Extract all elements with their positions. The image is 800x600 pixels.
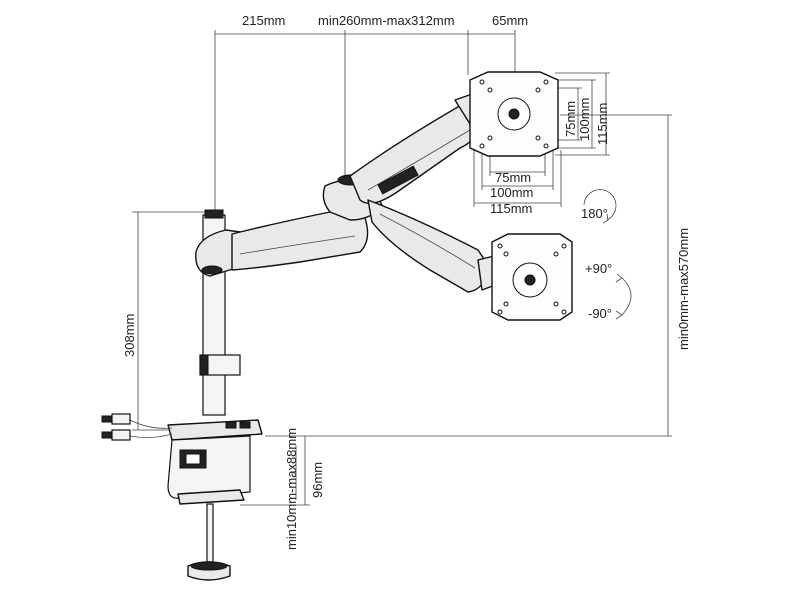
tilt-up-label: +90° xyxy=(585,261,612,276)
tilt-arc-icon xyxy=(621,277,632,316)
tilt-down-label: -90° xyxy=(588,306,612,321)
dimension-lines xyxy=(132,30,672,506)
arm-assembly xyxy=(195,91,499,416)
dim-pole-height: 308mm xyxy=(122,314,137,357)
dim-vesa-v-115: 115mm xyxy=(595,103,610,145)
swivel-180-icon: 180° xyxy=(581,189,617,224)
dim-vesa-h-100: 100mm xyxy=(490,185,533,200)
dim-height-range: min0mm-max570mm xyxy=(676,228,691,350)
dim-clamp-range: min10mm-max88mm xyxy=(284,428,299,550)
lower-arm xyxy=(231,209,369,271)
pole-cap xyxy=(204,209,224,219)
usb-cables xyxy=(101,413,173,441)
dim-vesa-h-75: 75mm xyxy=(495,170,531,185)
dim-top-pole-to-arm: 215mm xyxy=(242,13,285,28)
clamp-jaw xyxy=(177,489,245,505)
swivel-label: 180° xyxy=(581,206,608,221)
upper-arm-lowered xyxy=(367,199,491,293)
base-and-clamp xyxy=(101,413,263,581)
vesa-plate-upper xyxy=(469,71,559,157)
rotation-indicators: 180° +90° -90° xyxy=(581,189,632,321)
dim-top-arm-length: min260mm-max312mm xyxy=(318,13,455,28)
dim-vesa-v-100: 100mm xyxy=(577,98,592,141)
dim-clamp-height: 96mm xyxy=(310,462,325,498)
usb-plug-2 xyxy=(111,429,131,441)
dim-vesa-h-115: 115mm xyxy=(490,201,532,216)
dim-top-head-offset: 65mm xyxy=(492,13,528,28)
dimension-labels: 215mm min260mm-max312mm 65mm 75mm 100mm … xyxy=(122,13,691,550)
clamp-screw xyxy=(206,503,214,563)
usb-plug-1 xyxy=(111,413,131,425)
dim-vesa-v-75: 75mm xyxy=(563,101,578,137)
vesa-plate-lower xyxy=(491,233,573,321)
